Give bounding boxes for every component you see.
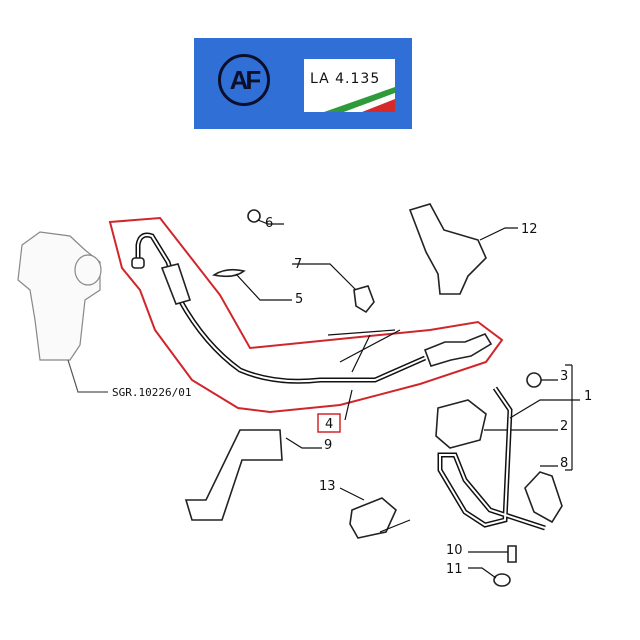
callout-4-highlight-box [317,413,341,433]
callout-2: 2 [560,419,568,434]
callout-3: 3 [560,369,568,384]
callout-9: 9 [324,438,332,453]
bolt-part-10 [507,545,517,563]
callout-12: 12 [521,222,538,237]
catalog-code: LA 4.135 [310,71,381,87]
callout-1: 1 [584,389,592,404]
catalog-code-plate: LA 4.135 [304,59,395,112]
callout-4: 4 [325,417,333,432]
mount-part-2 [435,399,487,449]
bracket-part-8 [524,471,563,524]
bracket-part-12 [408,203,487,295]
af-logo: AF [218,54,270,106]
bracket-part-7 [353,285,375,314]
highlight-outline [108,216,504,414]
reference-label: SGR.10226/01 [112,386,191,399]
callout-11: 11 [446,562,463,577]
callout-13: 13 [319,479,336,494]
nut-part-3 [526,372,542,388]
italian-flag-stripe-icon [324,87,395,112]
callout-5: 5 [295,292,303,307]
callout-7: 7 [294,257,302,272]
brand-banner: AF LA 4.135 [194,38,412,129]
callout-10: 10 [446,543,463,558]
cable-part-4 [131,232,493,421]
washer-part-11 [493,573,511,587]
sensor-part-13 [349,497,397,539]
callout-8: 8 [560,456,568,471]
callout-6: 6 [265,216,273,231]
clip-part-5 [211,268,246,278]
throttle-body-drawing: SGR.10226/01 [17,231,191,399]
bracket-part-9 [184,429,283,521]
nut-part-6 [247,209,261,223]
